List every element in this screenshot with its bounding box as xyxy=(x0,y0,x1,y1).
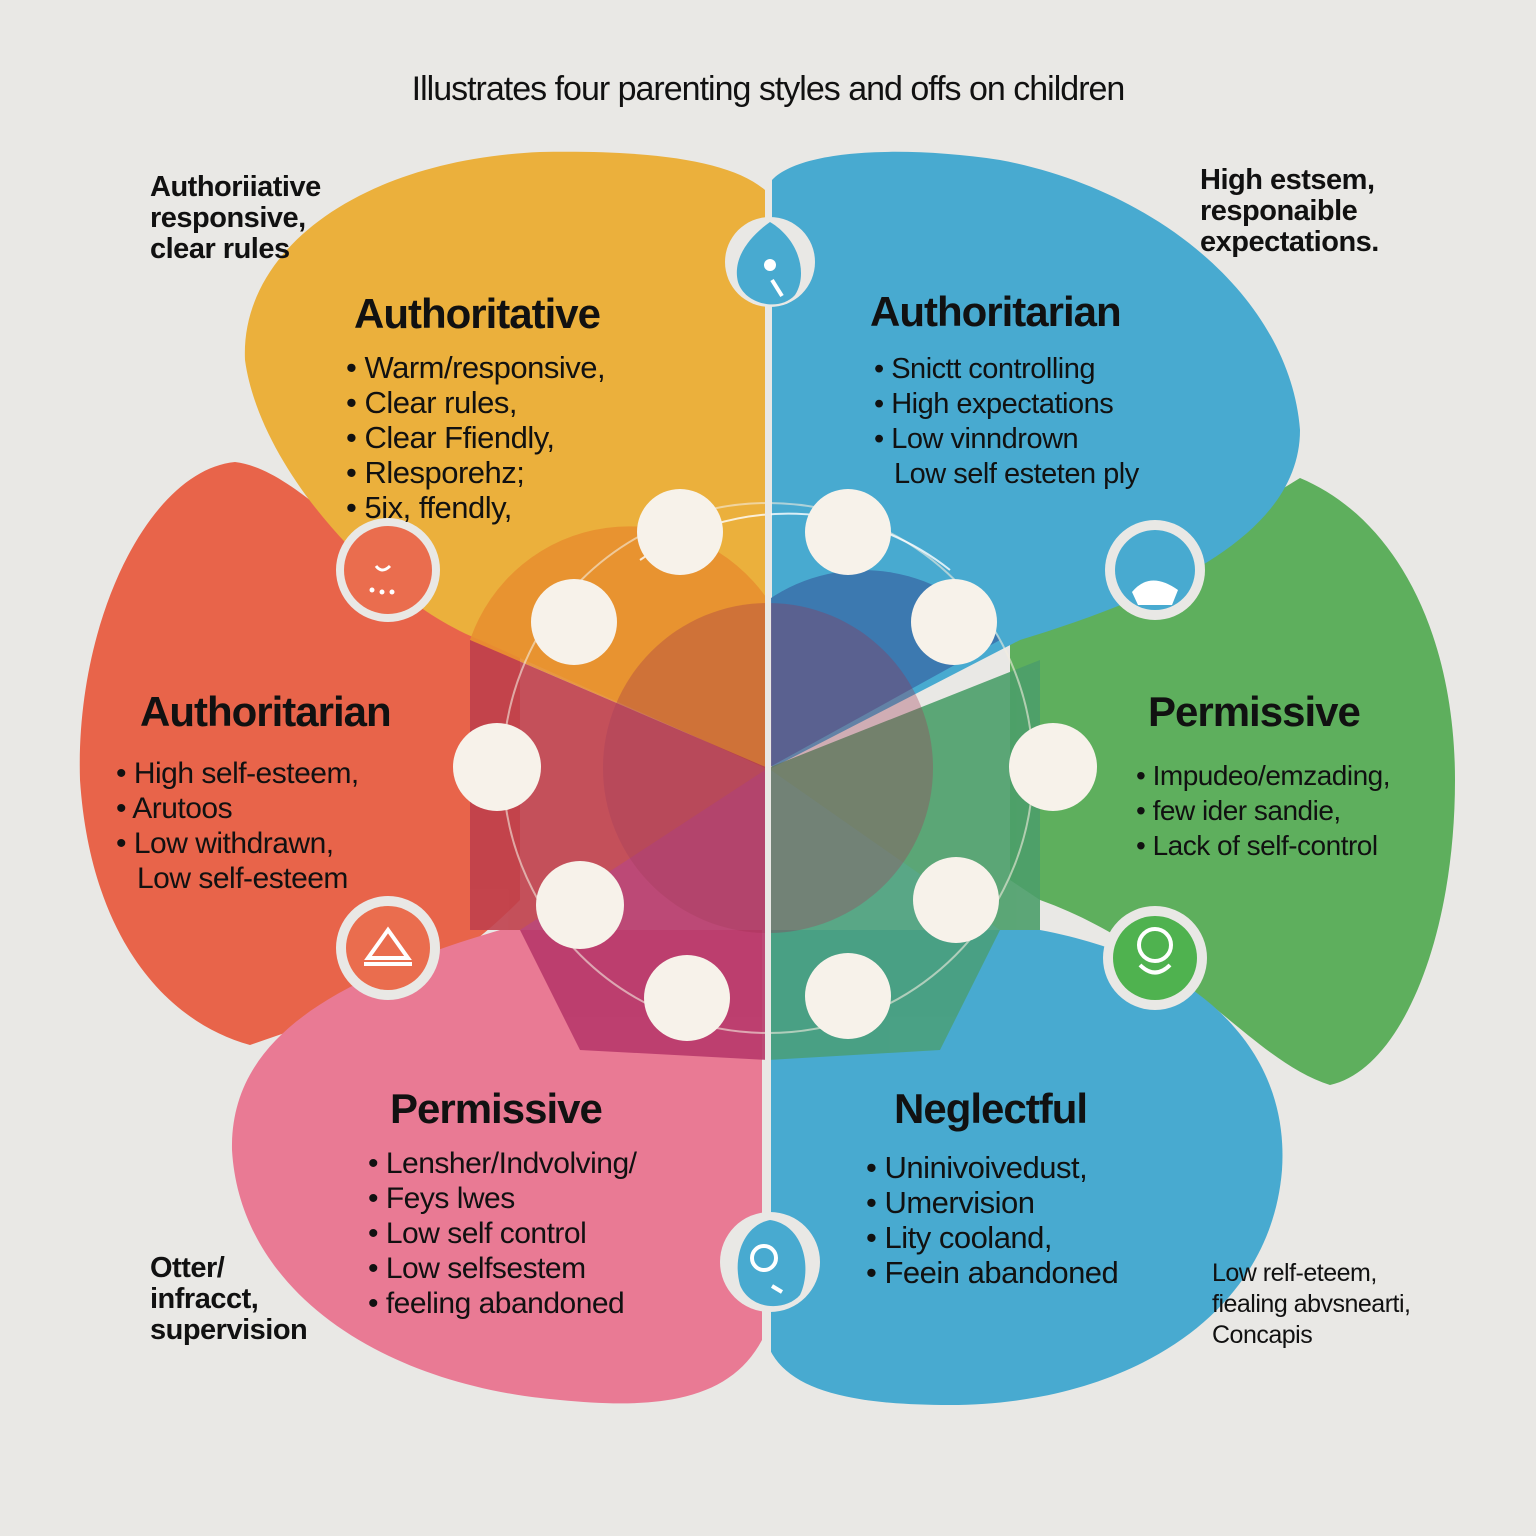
face-icon xyxy=(1103,906,1207,1010)
node xyxy=(536,861,624,949)
note-line: Authoriiative xyxy=(150,171,321,203)
note-line: Otter/ xyxy=(150,1252,225,1284)
note-line: responaible xyxy=(1200,195,1358,227)
node xyxy=(531,579,617,665)
section-heading-authoritarian-left: Authoritarian xyxy=(140,688,392,735)
list-item: few ider sandie, xyxy=(1136,793,1390,828)
node xyxy=(453,723,541,811)
section-heading-authoritative: Authoritative xyxy=(354,290,601,337)
chat-icon xyxy=(720,1212,820,1312)
list-item: Rlesporehz; xyxy=(346,455,605,490)
section-heading-neglectful: Neglectful xyxy=(894,1085,1088,1132)
list-item: Umervision xyxy=(866,1185,1118,1220)
list-item: Feys lwes xyxy=(368,1181,637,1216)
list-item: Snictt controlling xyxy=(874,352,1139,387)
node xyxy=(913,857,999,943)
page-title: Illustrates four parenting styles and of… xyxy=(411,70,1126,108)
note-line: Low relf-eteem, xyxy=(1212,1259,1377,1287)
section-heading-permissive-right: Permissive xyxy=(1148,688,1361,735)
corner-note-top-left: Authoriiative responsive, clear rules xyxy=(150,172,321,265)
node xyxy=(805,489,891,575)
note-line: clear rules xyxy=(150,233,290,265)
person-icon xyxy=(725,217,815,307)
list-item: Arutoos xyxy=(116,791,359,826)
list-item: Low withdrawn, xyxy=(116,826,359,861)
list-item: High expectations xyxy=(874,387,1139,422)
note-line: responsive, xyxy=(150,202,306,234)
node xyxy=(1009,723,1097,811)
list-item: Lensher/Indvolving/ xyxy=(368,1146,637,1181)
smile-icon xyxy=(336,518,440,622)
note-line: fiealing abvsnearti, xyxy=(1212,1290,1411,1318)
list-item: High self-esteem, xyxy=(116,756,359,791)
list-item: Feein abandoned xyxy=(866,1255,1118,1290)
list-item: Uninivoivedust, xyxy=(866,1150,1118,1185)
list-item: feeling abandoned xyxy=(368,1286,637,1321)
section-list-authoritarian: Snictt controlling High expectations Low… xyxy=(874,352,1139,492)
note-line: infracct, xyxy=(150,1283,259,1315)
node xyxy=(911,579,997,665)
corner-note-top-right: High estsem, responaible expectations. xyxy=(1200,165,1379,258)
list-item: Low vinndrown xyxy=(874,422,1139,457)
center-nodes xyxy=(453,489,1097,1041)
section-list-permissive-right: Impudeo/emzading, few ider sandie, Lack … xyxy=(1136,758,1391,863)
list-item: 5ix, ffendly, xyxy=(346,490,605,525)
list-item: Impudeo/emzading, xyxy=(1136,758,1391,793)
list-item: Lack of self-control xyxy=(1136,828,1390,863)
section-heading-permissive: Permissive xyxy=(390,1085,603,1132)
corner-note-bottom-left: Otter/ infracct, supervision xyxy=(150,1252,308,1346)
list-item: Low self control xyxy=(368,1216,637,1251)
section-list-authoritative: Warm/responsive, Clear rules, Clear Ffie… xyxy=(346,350,605,525)
note-line: Concapis xyxy=(1212,1321,1313,1349)
warning-icon xyxy=(336,896,440,1000)
note-line: High estsem, xyxy=(1200,164,1375,196)
section-list-permissive: Lensher/Indvolving/ Feys lwes Low self c… xyxy=(368,1146,637,1321)
section-list-authoritarian-left: High self-esteem, Arutoos Low withdrawn,… xyxy=(116,756,359,896)
node xyxy=(805,953,891,1039)
section-list-neglectful: Uninivoivedust, Umervision Lity cooland,… xyxy=(866,1150,1118,1290)
list-item: Clear Ffiendly, xyxy=(346,420,605,455)
hands-icon xyxy=(1105,520,1205,620)
node xyxy=(637,489,723,575)
list-item: Low selfsestem xyxy=(368,1251,637,1286)
list-item: Clear rules, xyxy=(346,385,605,420)
note-line: expectations. xyxy=(1200,226,1379,258)
list-item-continuation: Low self esteten ply xyxy=(894,458,1139,490)
note-line: supervision xyxy=(150,1314,308,1346)
section-heading-authoritarian: Authoritarian xyxy=(870,288,1122,335)
node xyxy=(644,955,730,1041)
corner-note-bottom-right: Low relf-eteem, fiealing abvsnearti, Con… xyxy=(1212,1258,1411,1351)
list-item-continuation: Low self-esteem xyxy=(137,862,348,895)
list-item: Lity cooland, xyxy=(866,1220,1118,1255)
list-item: Warm/responsive, xyxy=(346,350,605,385)
